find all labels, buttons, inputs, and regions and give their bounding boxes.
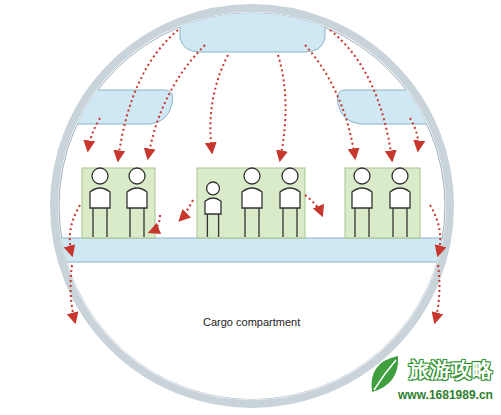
passenger-body [280, 188, 300, 208]
passenger-body [352, 188, 372, 208]
seats [82, 168, 420, 238]
seat-row [197, 168, 305, 238]
cargo-compartment: Cargo compartment [199, 314, 304, 330]
passenger-legs [207, 214, 218, 237]
passenger-body [205, 198, 221, 214]
passenger-legs [283, 208, 297, 237]
passenger-legs [355, 208, 369, 237]
passenger-head [282, 168, 298, 184]
passenger-body [127, 188, 147, 208]
cargo-area [0, 262, 501, 415]
passenger-legs [93, 208, 107, 237]
seat-row [82, 168, 155, 238]
passenger-head [92, 168, 108, 184]
passenger-body [90, 188, 110, 208]
right-bin [337, 90, 445, 124]
compartment-label: Cargo compartment [203, 316, 300, 328]
passenger-legs [393, 208, 407, 237]
cabin-floor [0, 238, 501, 262]
passenger-head [129, 168, 145, 184]
passenger-body [390, 188, 410, 208]
watermark-url: www.1681989.cn [398, 388, 493, 402]
passenger-legs [130, 208, 144, 237]
overhead-bin [180, 0, 325, 52]
passenger-head [392, 168, 408, 184]
passenger-head [354, 168, 370, 184]
airflow-arrows [70, 30, 440, 322]
seat-row [345, 168, 420, 238]
passenger-head [244, 168, 260, 184]
passenger-legs [245, 208, 259, 237]
watermark-logo [372, 356, 399, 392]
passenger-body [242, 188, 262, 208]
passenger-head [207, 182, 220, 195]
watermark-text: 旅游攻略 [409, 356, 493, 384]
left-bin [60, 90, 173, 124]
